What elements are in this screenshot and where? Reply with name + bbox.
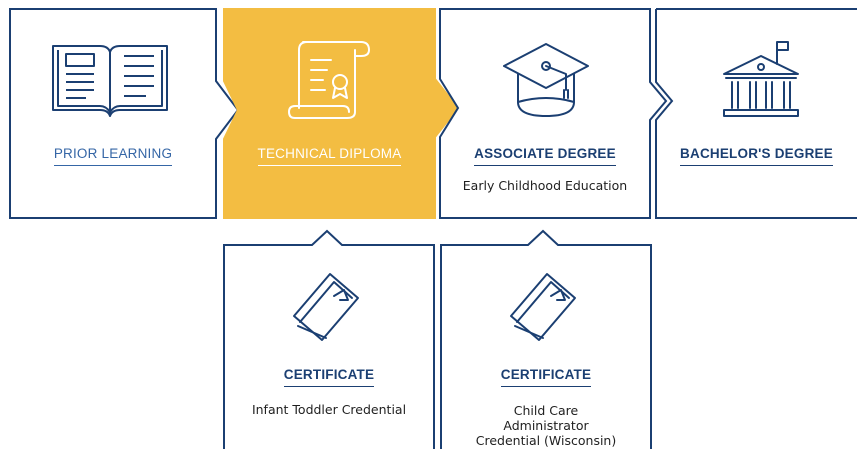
associate-degree-link[interactable]: ASSOCIATE DEGREE xyxy=(440,146,650,166)
open-book-icon xyxy=(52,45,168,117)
graduation-cap-icon xyxy=(503,43,589,117)
scroll-diploma-icon xyxy=(288,41,370,119)
university-building-icon xyxy=(723,41,799,117)
certificate-book-icon xyxy=(293,273,359,341)
certificate-1-link[interactable]: CERTIFICATE xyxy=(224,367,434,387)
certificate-2-subtitle: Child Care Administrator Credential (Wis… xyxy=(475,403,617,448)
certificate-book-icon xyxy=(510,273,576,341)
certificate-1-frame xyxy=(223,229,435,449)
certificate-2-link[interactable]: CERTIFICATE xyxy=(441,367,651,387)
bachelors-degree-link[interactable]: BACHELOR'S DEGREE xyxy=(656,146,857,166)
technical-diploma-link[interactable]: TECHNICAL DIPLOMA xyxy=(224,146,435,166)
prior-learning-link[interactable]: PRIOR LEARNING xyxy=(10,146,216,166)
associate-degree-subtitle: Early Childhood Education xyxy=(462,178,628,193)
certificate-2-frame xyxy=(440,229,652,449)
certificate-1-subtitle: Infant Toddler Credential xyxy=(251,402,407,417)
